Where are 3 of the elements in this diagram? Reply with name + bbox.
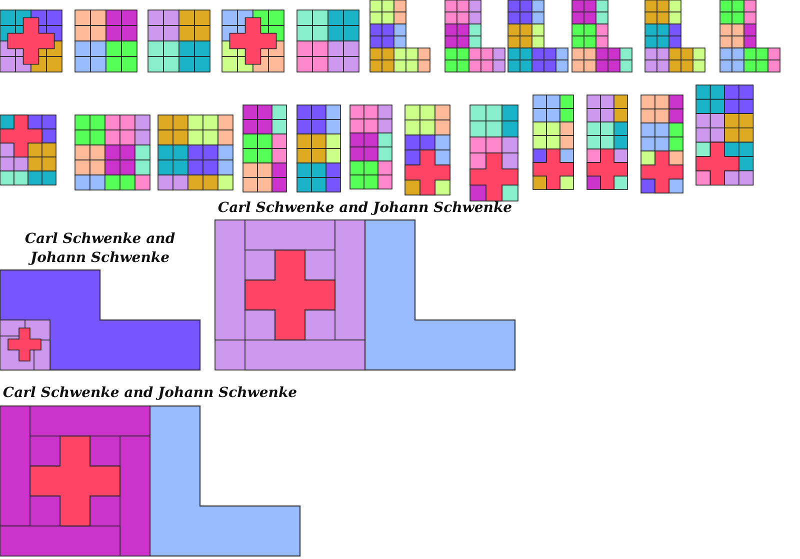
caption: Carl Schwenke and Johann Schwenke xyxy=(24,230,176,268)
caption: Carl Schwenke and Johann Schwenke xyxy=(216,199,514,218)
caption: Carl Schwenke and Johann Schwenke xyxy=(2,384,298,403)
